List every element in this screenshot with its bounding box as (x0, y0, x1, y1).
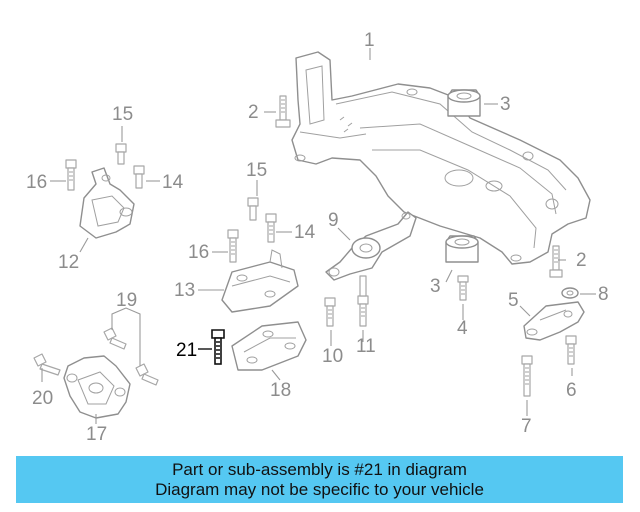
leader-lines (41, 48, 596, 424)
bolt-part-6[interactable] (565, 335, 577, 365)
bolt-part-16-left[interactable] (65, 159, 77, 191)
bolt-part-2[interactable] (275, 95, 291, 128)
callout-2-right: 2 (576, 250, 587, 271)
callout-13: 13 (174, 280, 195, 301)
callout-2: 2 (248, 102, 259, 123)
callout-20: 20 (32, 388, 53, 409)
bolt-part-21[interactable] (211, 329, 225, 365)
callout-16-center: 16 (188, 242, 209, 263)
callout-9: 9 (328, 210, 339, 231)
bracket-part-5[interactable] (523, 301, 585, 341)
subframe-part-1[interactable] (291, 51, 591, 265)
callout-18: 18 (270, 380, 291, 401)
bolt-part-15-center[interactable] (247, 197, 259, 221)
callout-labels: 1 2 3 2 3 4 5 6 7 8 9 10 11 12 13 14 15 … (26, 30, 609, 445)
callout-17: 17 (86, 424, 107, 445)
callout-16-left: 16 (26, 172, 47, 193)
callout-15-center: 15 (246, 160, 267, 181)
bolt-part-14-center[interactable] (265, 213, 277, 243)
callout-3: 3 (500, 94, 511, 115)
bolt-part-20[interactable] (33, 353, 61, 376)
bolt-part-7[interactable] (521, 355, 533, 397)
washer-part-8[interactable] (561, 287, 579, 299)
callout-14-center: 14 (294, 222, 316, 243)
bolt-part-16-center[interactable] (227, 229, 239, 263)
callout-12: 12 (58, 252, 79, 273)
bolt-part-14-left[interactable] (133, 165, 145, 189)
callout-1: 1 (364, 30, 375, 51)
callout-5: 5 (508, 290, 519, 311)
callout-11: 11 (356, 336, 376, 357)
callout-8: 8 (598, 284, 609, 305)
bolt-part-10[interactable] (324, 297, 336, 327)
engine-mount-part-12[interactable] (79, 167, 135, 239)
bolt-part-19-right[interactable] (135, 363, 159, 386)
info-banner: Part or sub-assembly is #21 in diagram D… (16, 456, 623, 503)
callout-7: 7 (521, 416, 532, 437)
callout-19: 19 (116, 290, 137, 311)
callout-4: 4 (457, 318, 468, 339)
torque-rod-part-9[interactable] (325, 211, 417, 281)
callout-10: 10 (322, 346, 343, 367)
callout-14-left: 14 (162, 172, 184, 193)
callout-6: 6 (566, 380, 577, 401)
bushing-part-3-top[interactable] (447, 89, 481, 117)
bushing-part-3-lower[interactable] (445, 235, 479, 263)
bracket-part-18[interactable] (231, 321, 307, 371)
banner-line-2: Diagram may not be specific to your vehi… (155, 479, 484, 499)
bolt-part-11[interactable] (357, 275, 369, 327)
bolt-part-19-left[interactable] (103, 327, 127, 350)
callout-3-lower: 3 (430, 276, 441, 297)
parts-diagram: 1 2 3 2 3 4 5 6 7 8 9 10 11 12 13 14 15 … (26, 30, 609, 445)
bolt-part-15-left[interactable] (115, 143, 127, 165)
transmission-mount-part-17[interactable] (63, 355, 131, 419)
callout-15-left: 15 (112, 104, 133, 125)
bolt-part-2-right[interactable] (549, 245, 563, 278)
callout-21: 21 (176, 340, 197, 361)
banner-line-1: Part or sub-assembly is #21 in diagram (172, 459, 467, 479)
mount-bracket-part-13[interactable] (221, 249, 299, 313)
bolt-part-4[interactable] (457, 275, 469, 301)
